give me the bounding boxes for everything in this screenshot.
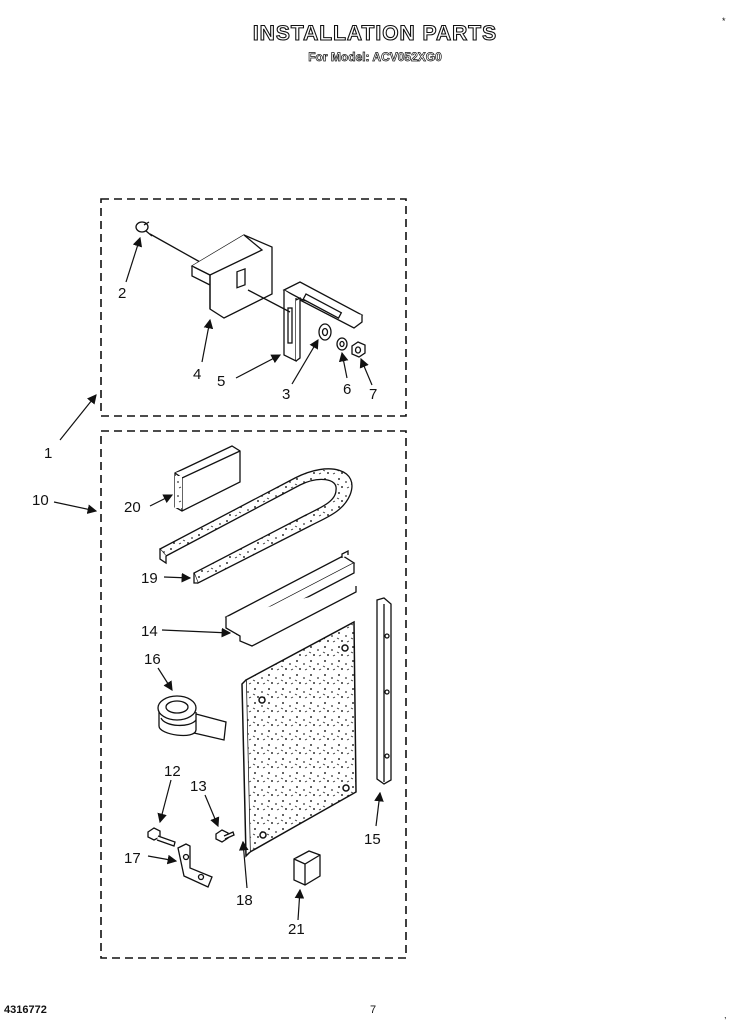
foam-block-part-20 [174, 445, 241, 512]
leader-16 [157, 667, 173, 692]
callout-16: 16 [144, 651, 161, 668]
screw-part-12 [147, 827, 176, 847]
callout-15: 15 [364, 831, 381, 848]
document-code: 4316772 [4, 1004, 47, 1016]
callout-6: 6 [343, 381, 351, 398]
leader-21 [294, 888, 305, 921]
screw-part-2 [135, 221, 201, 263]
callout-17: 17 [124, 850, 141, 867]
callout-18: 18 [236, 892, 253, 909]
corner-mark-top: * [722, 16, 726, 26]
leader-1 [59, 394, 97, 441]
l-bracket-part-17 [177, 843, 213, 888]
model-subtitle: For Model: ACV052XG0 [308, 50, 442, 65]
leader-20 [149, 494, 174, 507]
washer-part-3 [318, 323, 332, 341]
corner-mark-bottom: , [724, 1010, 727, 1020]
callout-1: 1 [44, 445, 52, 462]
callout-10: 10 [32, 492, 49, 509]
leader-6 [338, 351, 349, 379]
leader-4 [201, 318, 214, 363]
strip-part-15 [376, 597, 392, 785]
tape-roll-part-16 [157, 695, 227, 741]
rail-part-14 [224, 549, 357, 647]
callout-21: 21 [288, 921, 305, 938]
leader-12 [157, 779, 172, 824]
callout-7: 7 [369, 386, 377, 403]
lock-washer-part-6 [336, 337, 348, 351]
leader-14 [161, 627, 232, 638]
screw-part-13 [215, 829, 235, 843]
callout-20: 20 [124, 499, 141, 516]
page-title: INSTALLATION PARTS [252, 21, 498, 45]
block-part-21 [293, 850, 321, 886]
leader-15 [374, 791, 384, 827]
angle-bracket-part-5 [247, 281, 364, 363]
leader-13 [204, 794, 220, 828]
callout-5: 5 [217, 373, 225, 390]
nut-part-7 [351, 341, 366, 358]
foam-seal-part-19 [158, 468, 353, 584]
callout-13: 13 [190, 778, 207, 795]
page-number: 7 [370, 1004, 377, 1016]
callout-2: 2 [118, 285, 126, 302]
leader-7 [359, 357, 373, 386]
leader-3 [291, 338, 319, 385]
callout-4: 4 [193, 366, 201, 383]
callout-14: 14 [141, 623, 158, 640]
leader-10 [53, 501, 98, 514]
foam-panel-part-18 [241, 620, 357, 858]
leader-19 [163, 572, 192, 583]
bracket-part-4 [190, 234, 273, 319]
leader-18 [238, 840, 249, 889]
callout-19: 19 [141, 570, 158, 587]
leader-5 [235, 354, 282, 379]
leader-2 [125, 236, 143, 283]
callout-3: 3 [282, 386, 290, 403]
callout-12: 12 [164, 763, 181, 780]
leader-17 [147, 854, 178, 865]
